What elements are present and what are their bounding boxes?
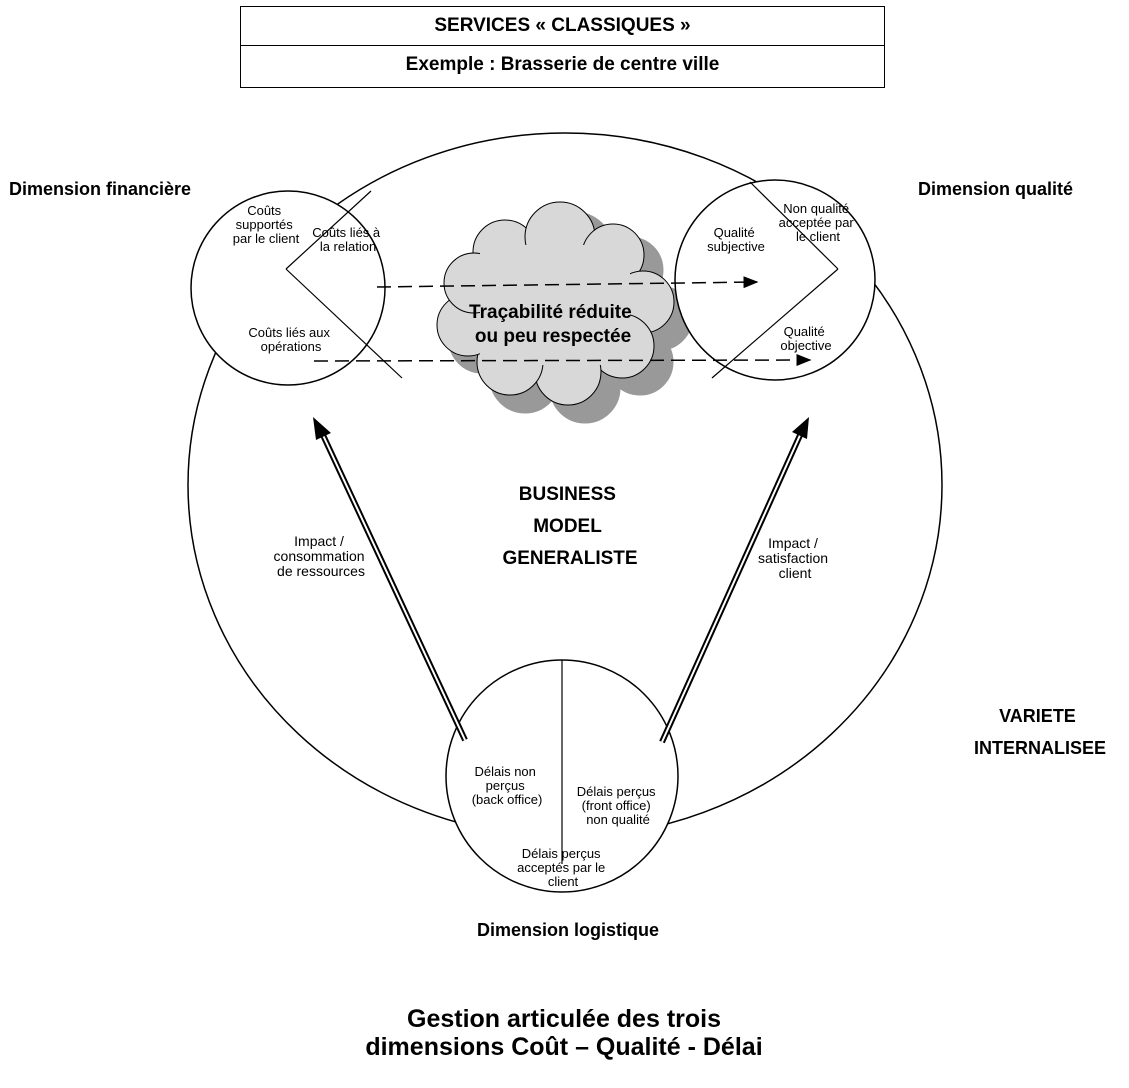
financial-dimension-label: Dimension financière [9,179,191,199]
subjective-quality-label: Qualité subjective [707,225,765,254]
footer-line-1: Gestion articulée des trois [407,1005,721,1033]
footer-title: Gestion articulée des trois dimensions C… [264,1005,864,1061]
impact-satisfaction-label: Impact / satisfaction client [758,535,832,581]
non-quality-label: Non qualité acceptée par le client [779,201,858,244]
objective-quality-label: Qualité objective [780,324,831,353]
financial-divider-lower [285,268,403,379]
dashed-arrow-relation [376,276,759,289]
impact-resources-label: Impact / consommation de ressources [274,533,369,579]
variety-label: VARIETE INTERNALISEE [974,706,1106,758]
costs-operations-label: Coûts liés aux opérations [248,325,333,354]
business-model-label: BUSINESS MODEL GENERALISTE [502,484,637,569]
traceability-label: Traçabilité réduite ou peu respectée [469,302,637,347]
header-title: SERVICES « CLASSIQUES » [434,15,691,36]
costs-supported-label: Coûts supportés par le client [233,203,300,246]
delays-non-perceived-label: Délais non perçus (back office) [472,764,543,807]
delays-perceived-label: Délais perçus (front office) non qualité [577,784,659,827]
logistic-dimension-label: Dimension logistique [477,920,659,940]
delays-accepted-label: Délais perçus acceptés par le client [517,846,609,889]
impact-arrow-right [659,417,809,744]
header-box: SERVICES « CLASSIQUES » Exemple : Brasse… [240,6,885,88]
impact-arrow-left [313,417,468,742]
quality-divider-upper [749,181,839,270]
financial-circle [190,190,386,386]
quality-circle [674,179,876,381]
quality-dimension-label: Dimension qualité [918,179,1073,199]
footer-line-2: dimensions Coût – Qualité - Délai [365,1033,763,1061]
cloud-fill [480,245,630,365]
quality-divider-lower [711,268,839,379]
costs-relation-label: Coûts liés à la relation [312,225,384,254]
header-subtitle: Exemple : Brasserie de centre ville [241,45,884,84]
financial-divider-upper [285,190,372,270]
